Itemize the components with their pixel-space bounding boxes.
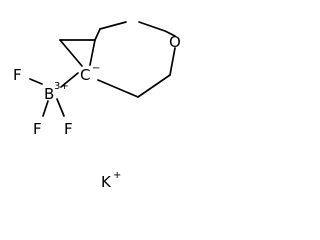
- bond-c4-o: [164, 30, 176, 37]
- oxygen-label: O: [169, 33, 181, 51]
- bond-b-f-bottom-left: [42, 100, 49, 117]
- bond-cp-c7: [59, 39, 83, 67]
- boron-label: B: [44, 85, 54, 103]
- bond-c6-c7: [97, 79, 139, 98]
- bond-b-f-bottom-right: [56, 98, 65, 117]
- boron-charge: 3+: [54, 81, 69, 92]
- potassium-label: K: [101, 173, 112, 191]
- bond-o-c5: [169, 47, 176, 76]
- fluorine-bottom-right-label: F: [64, 120, 73, 138]
- bond-c5-c6: [137, 74, 171, 98]
- fluorine-bottom-left-label: F: [33, 120, 42, 138]
- bond-b-f-top: [29, 78, 43, 85]
- potassium-charge: +: [113, 170, 121, 181]
- bond-c1-c2: [94, 28, 101, 41]
- bond-o-c4: [138, 21, 166, 32]
- bond-c1-c7: [89, 39, 96, 66]
- carbanion-charge: −: [92, 63, 100, 74]
- carbanion-label: C: [80, 66, 90, 84]
- bond-c2-o: [99, 21, 127, 30]
- bond-b-c: [60, 72, 79, 88]
- fluorine-top-label: F: [13, 66, 22, 84]
- chemical-structure: O C − B 3+ F F F K +: [13, 21, 181, 191]
